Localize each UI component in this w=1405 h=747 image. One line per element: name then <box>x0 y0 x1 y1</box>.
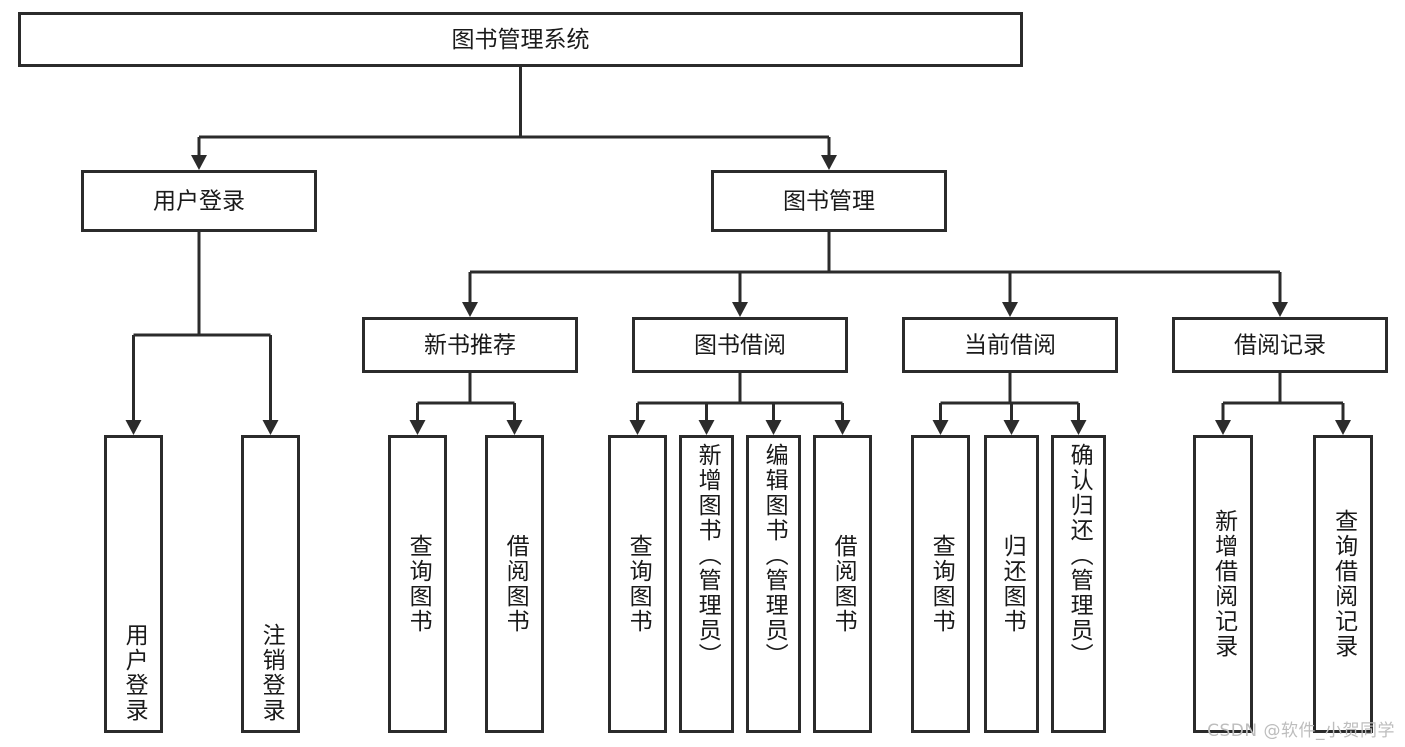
node-box-leaf-5[interactable] <box>679 435 734 733</box>
node-box-level2-1[interactable] <box>632 317 848 373</box>
arrow-leaf-4-0-head <box>1215 420 1231 435</box>
arrow-leaf-3-0-head <box>932 420 949 435</box>
arrow-leaf-0-1-head <box>262 420 279 435</box>
arrow-root-to-level1-0 <box>191 137 207 170</box>
node-box-leaf-4[interactable] <box>608 435 667 733</box>
node-box-leaf-8[interactable] <box>911 435 970 733</box>
boxes-layer <box>18 12 1388 733</box>
node-box-level1-0[interactable] <box>81 170 317 232</box>
watermark: CSDN @软件_小贺同学 <box>1207 721 1395 741</box>
node-label-level2-0: 新书推荐 <box>424 333 516 359</box>
arrow-leaf-2-3 <box>834 403 851 435</box>
arrow-manage-to-level2-3-head <box>1272 302 1288 317</box>
node-label-level2-2: 当前借阅 <box>964 333 1056 359</box>
arrow-root-to-level1-1-head <box>821 155 837 170</box>
arrow-root-to-level1-0-head <box>191 155 207 170</box>
node-box-leaf-11[interactable] <box>1193 435 1253 733</box>
arrow-leaf-3-1 <box>1003 403 1020 435</box>
arrow-leaf-0-0 <box>125 335 142 435</box>
node-box-leaf-7[interactable] <box>813 435 872 733</box>
arrow-manage-to-level2-0 <box>462 272 478 317</box>
node-box-level2-3[interactable] <box>1172 317 1388 373</box>
arrow-leaf-3-1-head <box>1003 420 1020 435</box>
arrow-manage-to-level2-1-head <box>732 302 748 317</box>
arrow-leaf-4-0 <box>1215 403 1231 435</box>
arrow-leaf-2-1-head <box>698 420 715 435</box>
arrow-leaf-0-0-head <box>125 420 142 435</box>
arrow-manage-to-level2-1 <box>732 272 748 317</box>
arrow-leaf-3-0 <box>932 403 949 435</box>
arrow-leaf-3-2-head <box>1070 420 1087 435</box>
node-label-level2-1: 图书借阅 <box>694 333 786 359</box>
node-label-root: 图书管理系统 <box>452 27 590 53</box>
arrow-leaf-2-1 <box>698 403 715 435</box>
node-box-leaf-6[interactable] <box>746 435 801 733</box>
arrow-leaf-2-2 <box>765 403 782 435</box>
node-box-leaf-9[interactable] <box>984 435 1039 733</box>
arrow-leaf-2-3-head <box>834 420 851 435</box>
arrow-leaf-4-1-head <box>1335 420 1351 435</box>
arrow-leaf-1-1 <box>506 403 523 435</box>
node-box-root[interactable] <box>18 12 1023 67</box>
arrow-leaf-2-0 <box>629 403 646 435</box>
node-box-leaf-1[interactable] <box>241 435 300 733</box>
node-box-level2-2[interactable] <box>902 317 1118 373</box>
arrow-leaf-0-1 <box>262 335 279 435</box>
arrow-leaf-3-2 <box>1070 403 1087 435</box>
node-label-level1-0: 用户登录 <box>153 189 245 215</box>
node-label-level2-3: 借阅记录 <box>1234 333 1326 359</box>
arrow-leaf-1-0 <box>409 403 426 435</box>
node-box-leaf-2[interactable] <box>388 435 447 733</box>
node-box-leaf-3[interactable] <box>485 435 544 733</box>
node-box-level2-0[interactable] <box>362 317 578 373</box>
arrow-leaf-1-0-head <box>409 420 426 435</box>
node-label-level1-1: 图书管理 <box>783 189 875 215</box>
arrow-leaf-2-2-head <box>765 420 782 435</box>
arrow-manage-to-level2-2 <box>1002 272 1018 317</box>
arrow-manage-to-level2-3 <box>1272 272 1288 317</box>
arrow-manage-to-level2-2-head <box>1002 302 1018 317</box>
arrow-leaf-2-0-head <box>629 420 646 435</box>
connectors-layer <box>125 67 1351 435</box>
node-box-leaf-0[interactable] <box>104 435 163 733</box>
arrow-root-to-level1-1 <box>821 137 837 170</box>
node-box-level1-1[interactable] <box>711 170 947 232</box>
arrow-leaf-1-1-head <box>506 420 523 435</box>
arrow-leaf-4-1 <box>1335 403 1351 435</box>
node-box-leaf-10[interactable] <box>1051 435 1106 733</box>
node-box-leaf-12[interactable] <box>1313 435 1373 733</box>
arrow-manage-to-level2-0-head <box>462 302 478 317</box>
